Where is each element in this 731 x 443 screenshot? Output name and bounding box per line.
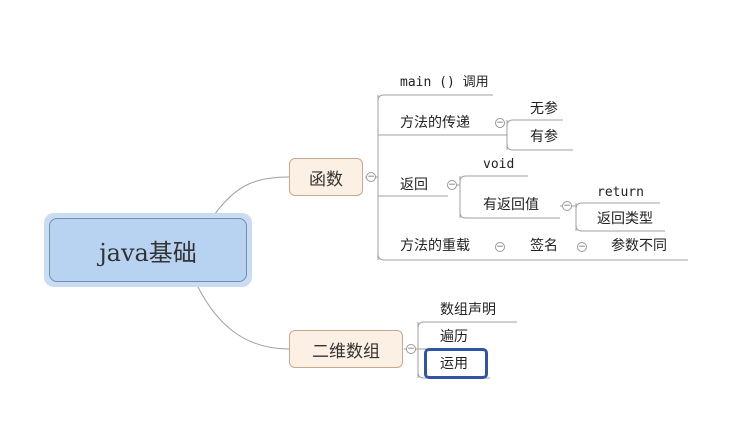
node-void[interactable]: void <box>483 157 515 172</box>
node-signature[interactable]: 签名 <box>530 238 558 254</box>
collapse-toggle-method-overload[interactable]: − <box>495 242 505 252</box>
node-apply[interactable]: 运用 <box>440 356 468 372</box>
node-method-overload[interactable]: 方法的重载 <box>400 238 470 254</box>
node-return-keyword[interactable]: return <box>597 185 644 200</box>
node-traverse[interactable]: 遍历 <box>440 329 468 345</box>
topic-2d-array[interactable]: 二维数组 <box>289 330 403 368</box>
topic-functions[interactable]: 函数 <box>289 158 363 196</box>
root-label: java基础 <box>99 238 197 267</box>
collapse-toggle-method-passing[interactable]: − <box>495 118 505 128</box>
collapse-toggle-signature[interactable]: − <box>577 242 587 252</box>
collapse-toggle-functions[interactable]: − <box>366 172 376 182</box>
node-params-differ[interactable]: 参数不同 <box>611 238 667 254</box>
connector-root-array2d <box>197 286 290 350</box>
node-no-param[interactable]: 无参 <box>530 101 558 117</box>
node-has-param[interactable]: 有参 <box>530 129 558 145</box>
root-node[interactable]: java基础 <box>49 218 247 282</box>
node-return-type[interactable]: 返回类型 <box>597 211 653 227</box>
collapse-toggle-returns[interactable]: − <box>447 180 457 190</box>
node-main-call[interactable]: main () 调用 <box>400 75 489 90</box>
node-has-return-value[interactable]: 有返回值 <box>483 197 539 213</box>
collapse-toggle-2d-array[interactable]: − <box>406 344 416 354</box>
connector-root-functions <box>211 176 290 219</box>
node-array-declaration[interactable]: 数组声明 <box>440 302 496 318</box>
collapse-toggle-has-return-value[interactable]: − <box>562 201 572 211</box>
selection-highlight <box>424 348 488 379</box>
node-method-passing[interactable]: 方法的传递 <box>400 115 470 131</box>
node-returns[interactable]: 返回 <box>400 177 428 193</box>
topic-2d-array-label: 二维数组 <box>312 341 380 362</box>
topic-functions-label: 函数 <box>309 169 343 190</box>
